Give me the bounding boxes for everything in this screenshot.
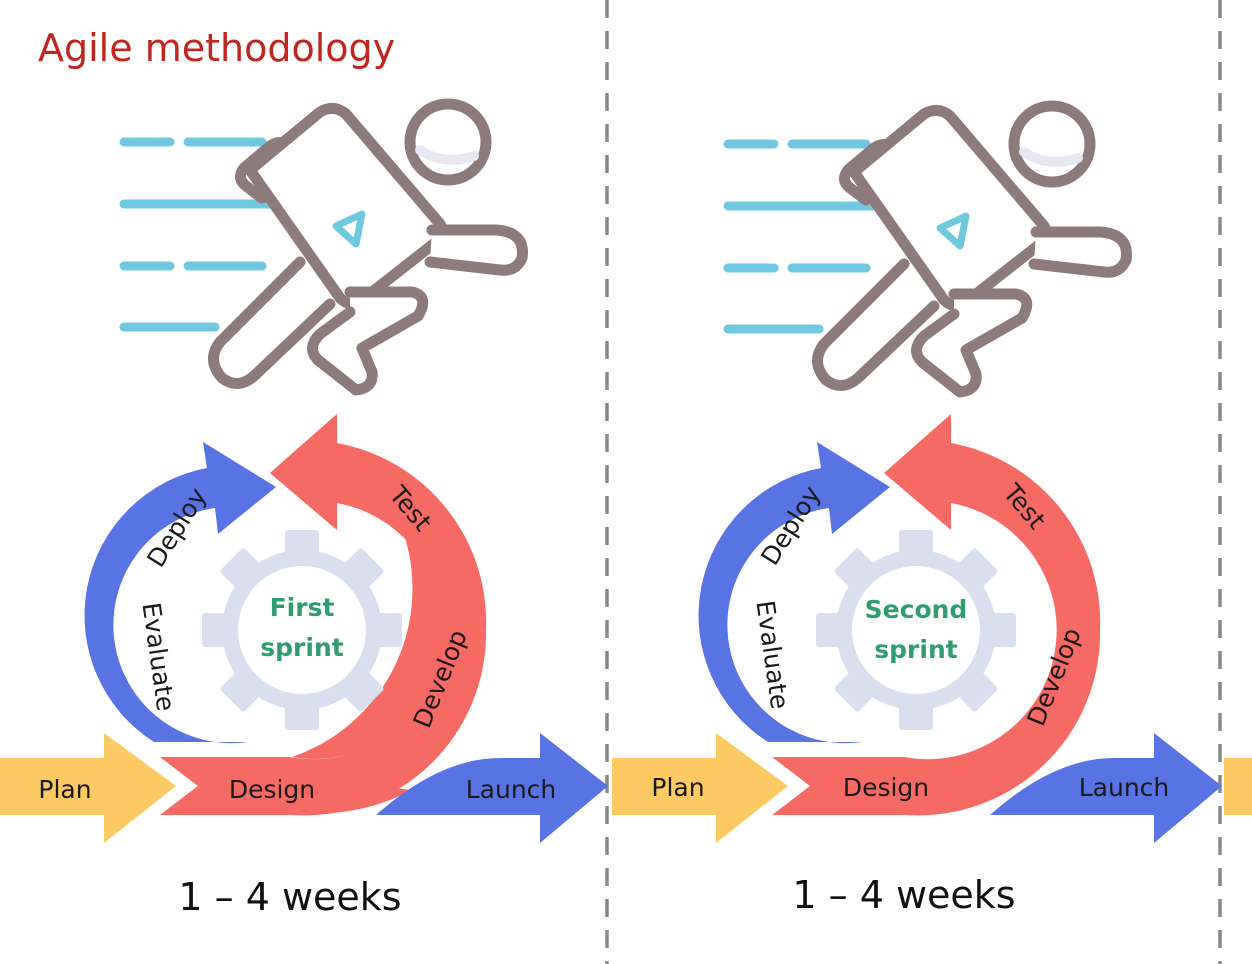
sprint-duration: 1 – 4 weeks	[792, 873, 1015, 917]
evaluate-deploy-arc	[84, 442, 277, 744]
plan-arrow	[612, 733, 788, 843]
stage-plan: Plan	[38, 775, 91, 804]
stage-launch: Launch	[466, 775, 557, 804]
evaluate-deploy-arc	[698, 442, 890, 744]
sprint-name-line2: sprint	[260, 633, 343, 662]
launch-arrow	[376, 733, 608, 843]
stage-plan: Plan	[651, 773, 704, 802]
stage-evaluate: Evaluate	[750, 599, 794, 711]
design-develop-test-arc	[772, 414, 1101, 816]
sprint-duration: 1 – 4 weeks	[178, 875, 401, 919]
sprint-name-line1: First	[270, 593, 335, 622]
plan-arrow	[0, 733, 176, 843]
stage-evaluate: Evaluate	[136, 601, 180, 713]
stage-launch: Launch	[1079, 773, 1170, 802]
page-title: Agile methodology	[38, 26, 396, 70]
stage-design: Design	[229, 775, 315, 804]
sprint-name-line2: sprint	[874, 635, 957, 664]
stage-design: Design	[843, 773, 929, 802]
sprint-panel-2: Plan Design Launch Develop Test Deploy E…	[612, 106, 1252, 917]
sprint-name-line1: Second	[865, 595, 968, 624]
sprint-panel-1: Plan Design Launch Develop Test Deploy E…	[0, 104, 608, 919]
launch-arrow	[990, 733, 1222, 843]
next-plan-arrow	[1224, 758, 1252, 815]
